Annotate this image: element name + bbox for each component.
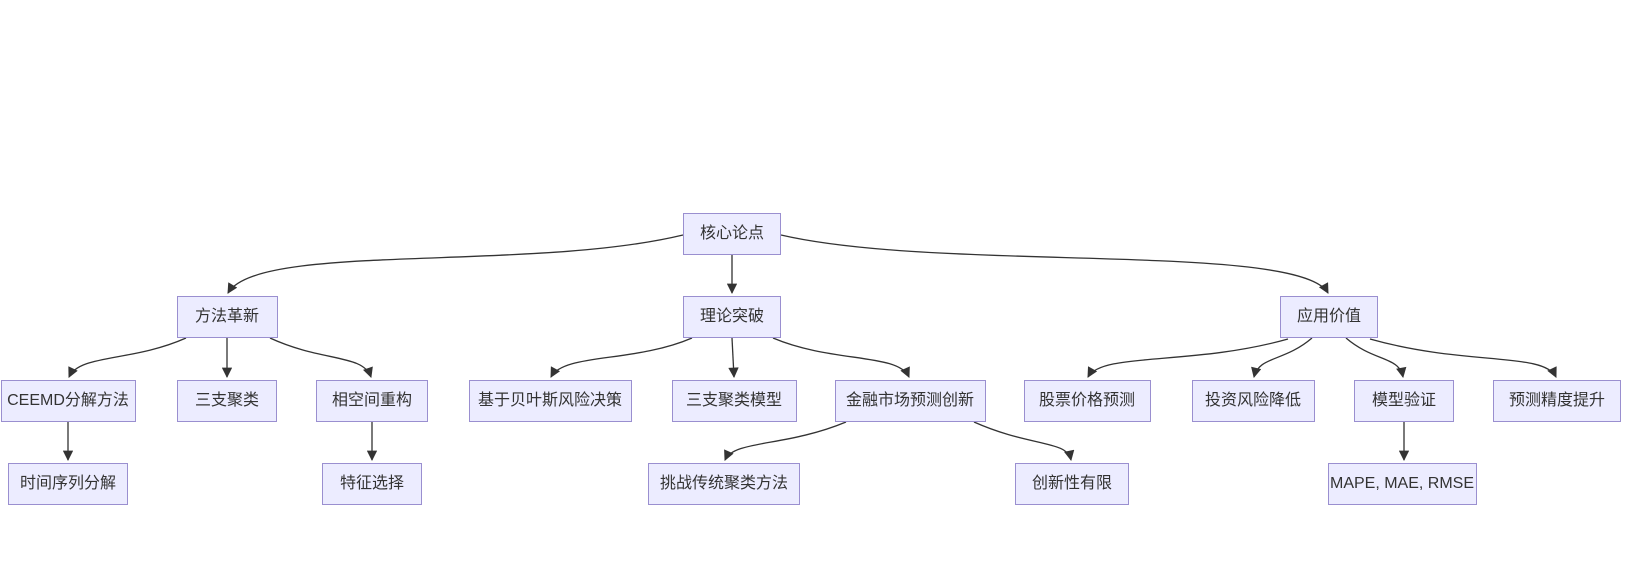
- node-label: 投资风险降低: [1204, 392, 1301, 409]
- node-label: 金融市场预测创新: [845, 392, 974, 409]
- node-label: 预测精度提升: [1508, 392, 1605, 409]
- node-accuracy: 预测精度提升: [1493, 380, 1621, 422]
- node-label: 创新性有限: [1031, 475, 1112, 492]
- edge-finance-challenge: [724, 421, 847, 461]
- node-core: 核心论点: [683, 213, 781, 255]
- node-label: 模型验证: [1371, 392, 1436, 409]
- node-tsdecomp: 时间序列分解: [8, 463, 128, 505]
- node-label: 应用价值: [1296, 308, 1361, 325]
- edge-method-ceemd: [68, 337, 187, 378]
- edge-theory-finance: [772, 337, 910, 378]
- node-bayes: 基于贝叶斯风险决策: [468, 380, 632, 422]
- edge-method-phase: [269, 337, 373, 378]
- edge-value-invest: [1251, 337, 1313, 379]
- node-label: MAPE, MAE, RMSE: [1329, 475, 1475, 492]
- node-feature: 特征选择: [322, 463, 422, 505]
- node-finance: 金融市场预测创新: [834, 380, 986, 422]
- edge-value-stock: [1087, 338, 1289, 378]
- node-label: 理论突破: [699, 308, 764, 325]
- node-label: 股票价格预测: [1038, 392, 1135, 409]
- node-theory: 理论突破: [683, 296, 781, 338]
- node-label: 核心论点: [699, 225, 764, 242]
- node-limited: 创新性有限: [1015, 463, 1129, 505]
- node-label: 基于贝叶斯风险决策: [477, 392, 622, 409]
- edge-value-accuracy: [1369, 338, 1557, 378]
- node-threemodel: 三支聚类模型: [671, 380, 797, 422]
- edge-finance-limited: [973, 421, 1075, 462]
- node-method: 方法革新: [176, 296, 278, 338]
- edge-theory-threemodel: [728, 337, 739, 379]
- node-label: CEEMD分解方法: [7, 392, 129, 409]
- node-challenge: 挑战传统聚类方法: [648, 463, 800, 505]
- edge-theory-bayes: [550, 337, 693, 378]
- node-label: 方法革新: [194, 308, 259, 325]
- node-label: 三支聚类: [194, 392, 259, 409]
- node-value: 应用价值: [1280, 296, 1378, 338]
- node-invest: 投资风险降低: [1191, 380, 1315, 422]
- node-label: 特征选择: [339, 475, 404, 492]
- node-label: 时间序列分解: [19, 475, 116, 492]
- node-ceemd: CEEMD分解方法: [0, 380, 136, 422]
- edge-core-value: [780, 234, 1329, 294]
- node-phase: 相空间重构: [316, 380, 428, 422]
- node-metrics: MAPE, MAE, RMSE: [1327, 463, 1477, 505]
- node-label: 相空间重构: [331, 392, 412, 409]
- edge-value-validate: [1345, 337, 1407, 379]
- node-validate: 模型验证: [1354, 380, 1454, 422]
- node-stock: 股票价格预测: [1023, 380, 1151, 422]
- node-threeway: 三支聚类: [177, 380, 277, 422]
- node-label: 三支聚类模型: [685, 392, 782, 409]
- node-label: 挑战传统聚类方法: [659, 475, 788, 492]
- edge-core-method: [227, 234, 684, 294]
